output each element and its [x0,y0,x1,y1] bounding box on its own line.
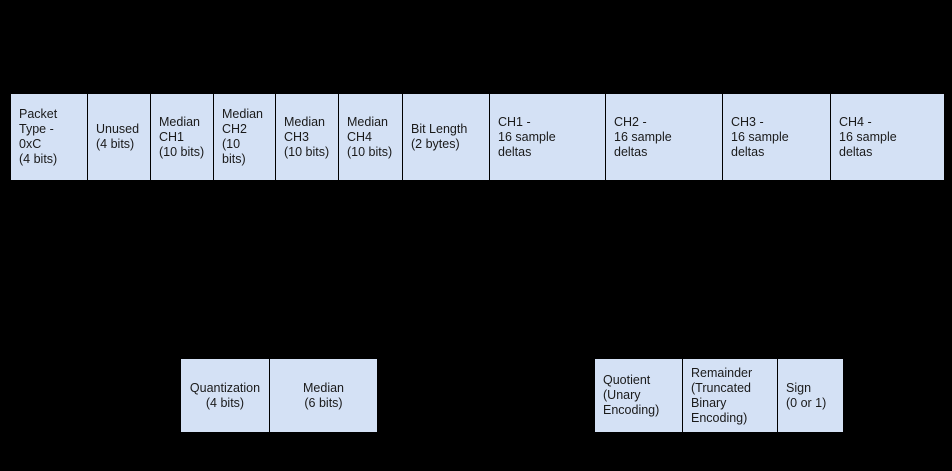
median-field-breakdown-row: Quantization (4 bits)Median (6 bits) [180,358,378,433]
packet-structure-cell: CH4 - 16 sample deltas [830,93,945,181]
packet-structure-cell: Packet Type - 0xC (4 bits) [10,93,88,181]
packet-structure-cell: Bit Length (2 bytes) [402,93,490,181]
packet-structure-row: Packet Type - 0xC (4 bits)Unused (4 bits… [10,93,945,181]
median-field-breakdown-cell: Quantization (4 bits) [180,358,270,433]
delta-encoding-breakdown-cell: Quotient (Unary Encoding) [594,358,683,433]
delta-encoding-breakdown-cell: Sign (0 or 1) [777,358,844,433]
delta-encoding-breakdown-row: Quotient (Unary Encoding)Remainder (Trun… [594,358,844,433]
packet-structure-cell: Median CH2 (10 bits) [213,93,276,181]
packet-structure-cell: Median CH3 (10 bits) [275,93,339,181]
packet-structure-cell: CH2 - 16 sample deltas [605,93,723,181]
packet-structure-cell: CH3 - 16 sample deltas [722,93,831,181]
packet-structure-cell: CH1 - 16 sample deltas [489,93,606,181]
delta-encoding-breakdown-cell: Remainder (Truncated Binary Encoding) [682,358,778,433]
packet-structure-cell: Median CH1 (10 bits) [150,93,214,181]
packet-structure-cell: Unused (4 bits) [87,93,151,181]
packet-structure-cell: Median CH4 (10 bits) [338,93,403,181]
median-field-breakdown-cell: Median (6 bits) [269,358,378,433]
